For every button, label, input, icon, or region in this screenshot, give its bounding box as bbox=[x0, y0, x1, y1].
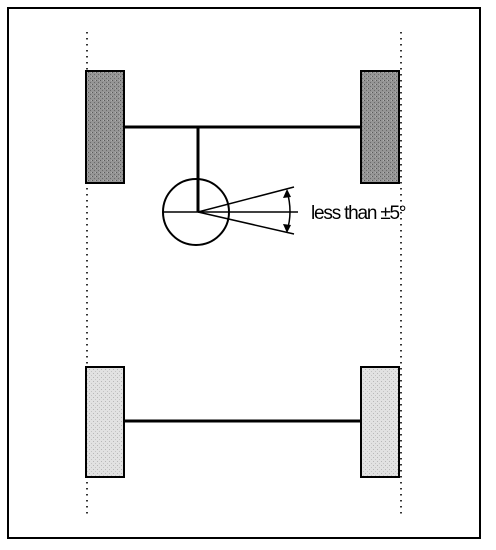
angle-limit-upper-line bbox=[197, 186, 295, 213]
front-right-wheel bbox=[360, 70, 400, 184]
angle-limit-lower-line bbox=[197, 211, 295, 235]
angle-tolerance-label: less than ±5° bbox=[311, 203, 406, 224]
front-left-wheel bbox=[85, 70, 125, 184]
rear-left-wheel bbox=[85, 366, 125, 478]
angle-arrow-up-icon bbox=[283, 189, 291, 198]
angle-arrow-down-icon bbox=[283, 224, 291, 233]
rear-right-wheel bbox=[360, 366, 400, 478]
diagram-frame bbox=[7, 7, 481, 539]
